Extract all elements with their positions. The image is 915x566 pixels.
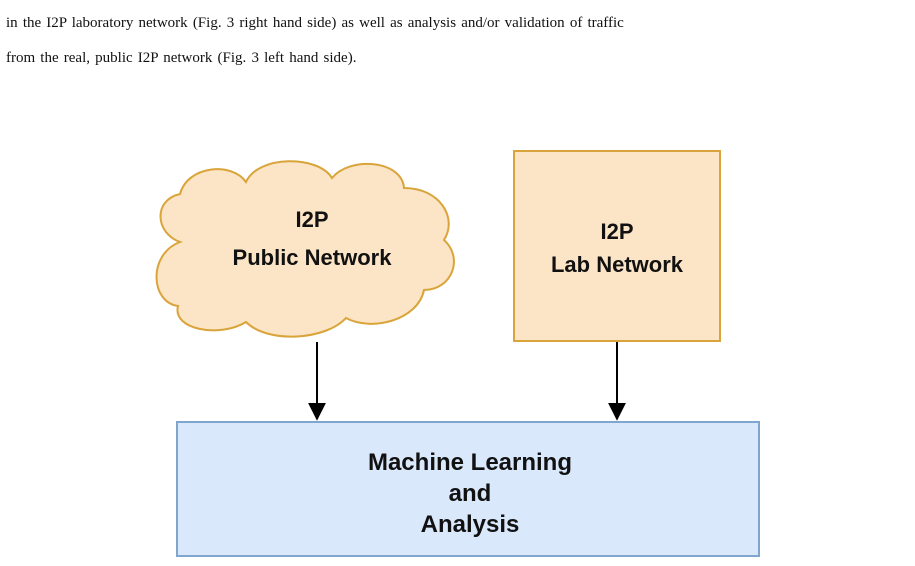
public-network-label-line2: Public Network	[233, 245, 393, 270]
lab-network-label-line1: I2P	[600, 219, 633, 244]
lab-network-rect	[513, 150, 721, 342]
lab-network-box: I2P Lab Network	[513, 150, 721, 342]
analysis-box: Machine Learning and Analysis	[176, 421, 760, 557]
public-network-cloud: I2P Public Network	[155, 160, 455, 338]
cloud-shape	[155, 160, 455, 338]
paragraph-line-2: from the real, public I2P network (Fig. …	[6, 50, 357, 66]
paragraph-line-1: in the I2P laboratory network (Fig. 3 ri…	[6, 15, 624, 31]
lab-network-label-line2: Lab Network	[551, 252, 684, 277]
analysis-label-line1: Machine Learning	[368, 449, 572, 476]
analysis-label-line2: and	[449, 480, 492, 507]
analysis-label-line3: Analysis	[421, 511, 520, 538]
analysis-rect	[176, 421, 760, 557]
public-network-label-line1: I2P	[295, 207, 328, 232]
